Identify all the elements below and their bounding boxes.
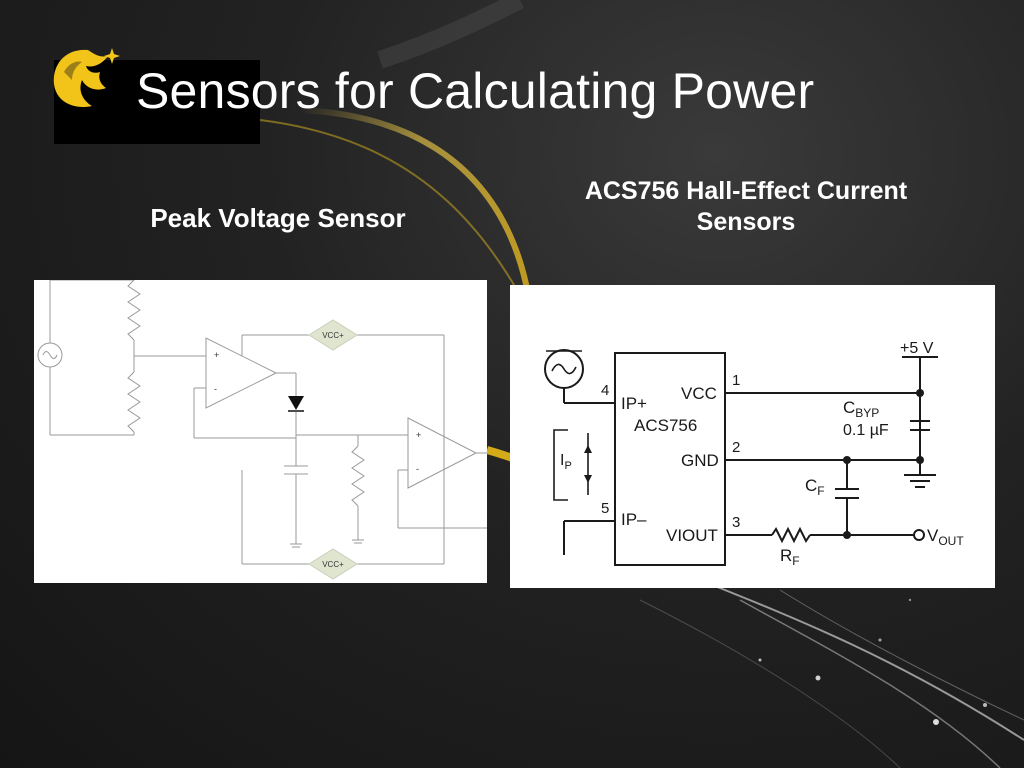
vcc-bottom-diamond xyxy=(308,548,358,580)
pin-number-4: 4 xyxy=(601,382,609,399)
cf-label: CF xyxy=(805,476,825,498)
acs756-schematic: IP+ ACS756 VCC GND IP– VIOUT 4 5 1 2 3 +… xyxy=(510,285,995,588)
vcc-top-diamond xyxy=(308,319,358,351)
opamp1-minus-label: - xyxy=(214,384,217,394)
ip-current-label: IP xyxy=(560,452,572,472)
pin-number-2: 2 xyxy=(732,439,740,456)
pegasus-logo-icon xyxy=(53,48,120,108)
hall-effect-heading: ACS756 Hall-Effect Current Sensors xyxy=(584,177,908,236)
acs756-circuit: IP+ ACS756 VCC GND IP– VIOUT 4 5 1 2 3 +… xyxy=(544,340,964,568)
pin-vcc-label: VCC xyxy=(681,384,717,403)
opamp2-minus-label: - xyxy=(416,464,419,474)
vout-label: VOUT xyxy=(927,526,964,548)
pin-number-5: 5 xyxy=(601,500,609,517)
diode-icon xyxy=(288,396,304,410)
opamp-1-icon xyxy=(205,337,278,409)
opamp-2-icon xyxy=(407,417,478,489)
slide-title: Sensors for Calculating Power xyxy=(136,63,815,119)
pin-ip-minus-label: IP– xyxy=(621,510,647,529)
cbyp-value: 0.1 µF xyxy=(843,422,889,439)
opamp1-plus-label: + xyxy=(214,350,219,360)
peak-voltage-schematic: VCC+ VCC+ + - + - xyxy=(34,280,487,583)
cbyp-label: CBYP xyxy=(843,398,879,420)
pin-number-3: 3 xyxy=(732,514,740,531)
vcc-top-label: VCC+ xyxy=(322,331,344,340)
pin-ip-plus-label: IP+ xyxy=(621,394,647,413)
chip-name-label: ACS756 xyxy=(634,416,697,435)
rf-label: RF xyxy=(780,546,800,568)
vcc-bottom-label: VCC+ xyxy=(322,560,344,569)
pin-viout-label: VIOUT xyxy=(666,526,718,545)
peak-voltage-circuit: VCC+ VCC+ + - + - xyxy=(37,280,487,580)
pin-gnd-label: GND xyxy=(681,451,719,470)
supply-label: +5 V xyxy=(900,340,934,357)
peak-voltage-heading: Peak Voltage Sensor xyxy=(150,203,406,233)
pin-number-1: 1 xyxy=(732,372,740,389)
opamp2-plus-label: + xyxy=(416,430,421,440)
